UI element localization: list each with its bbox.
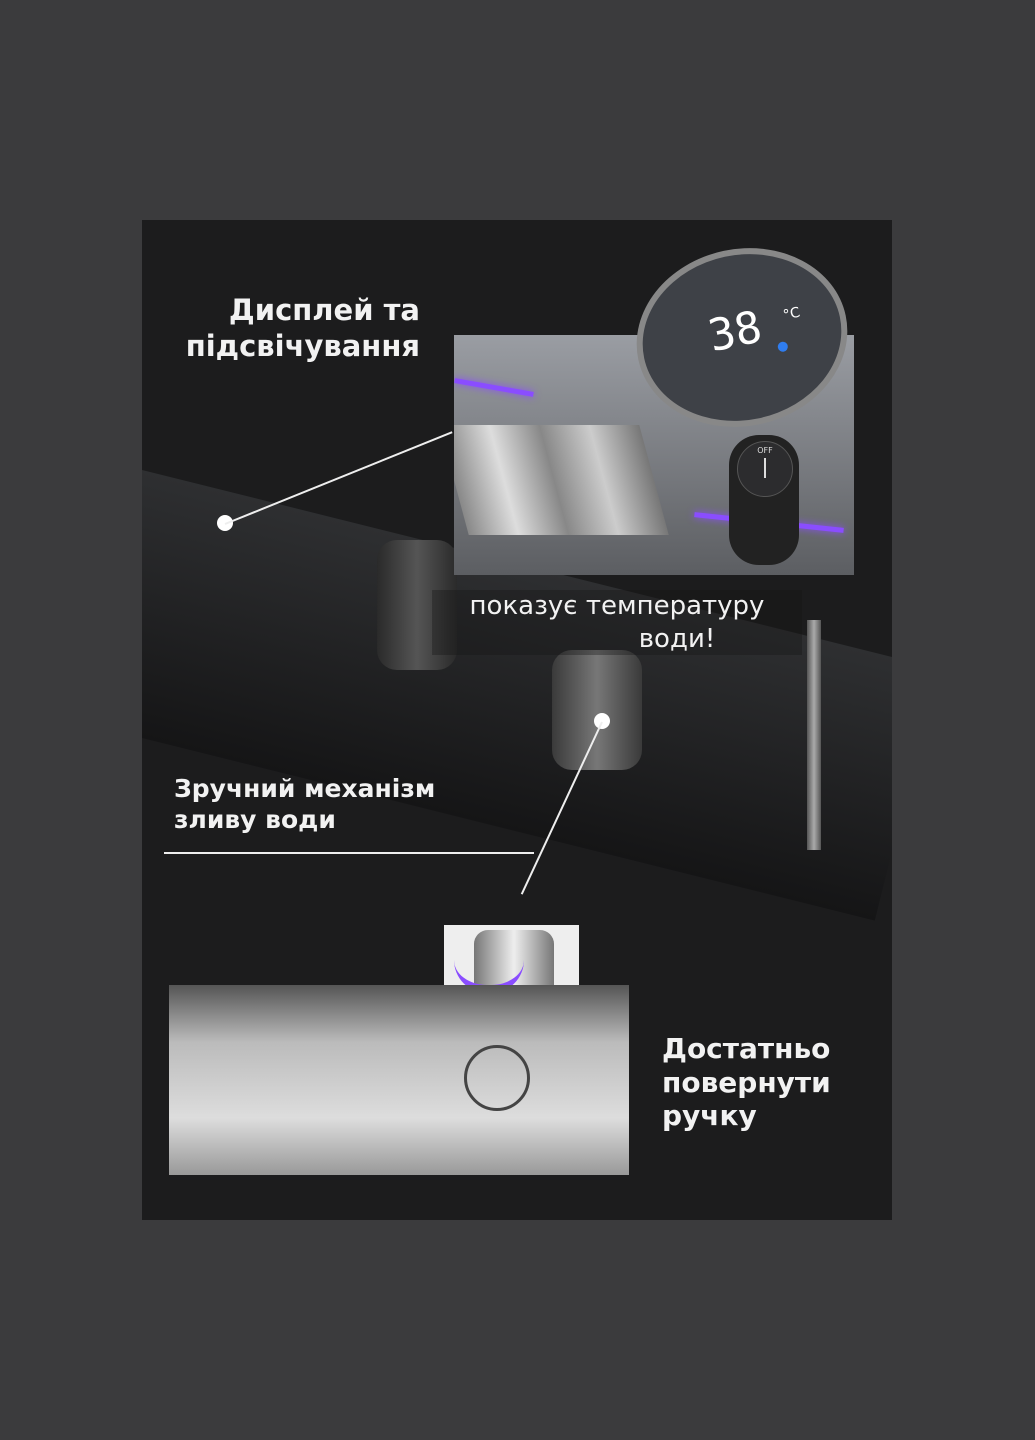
faucet-pipe <box>807 620 821 850</box>
drain-label-line2: зливу води <box>174 805 336 835</box>
temperature-value: 38 <box>703 301 767 363</box>
product-panel: OFF 38 °C Дисплей та підсвічування показ… <box>142 220 892 1220</box>
hinge <box>454 425 669 535</box>
drain-label-line1: Зручний механізм <box>174 774 436 803</box>
drain-strainer <box>464 1045 530 1111</box>
drain-label: Зручний механізм зливу води <box>174 773 435 836</box>
knob: OFF <box>729 435 799 565</box>
knob-pointer-icon <box>764 458 766 478</box>
display-label: Дисплей та підсвічування <box>170 292 420 365</box>
display-label-line1: Дисплей та <box>228 293 420 327</box>
knob-face: OFF <box>737 441 793 497</box>
display-label-line2: підсвічування <box>185 329 420 364</box>
handle-label-line1: Достатньо <box>662 1032 831 1065</box>
temperature-label-line1: показує температуру <box>469 591 765 621</box>
sink-basin-photo <box>169 985 629 1175</box>
temperature-label: показує температуру води! <box>432 590 802 655</box>
handle-label-line2: повернути <box>662 1065 831 1099</box>
temperature-label-line2: води! <box>638 623 716 654</box>
handle-label-line3: ручку <box>662 1099 757 1133</box>
control-knob-back <box>377 540 457 670</box>
callout-dot-drain <box>594 713 610 729</box>
knob-off-label: OFF <box>757 446 773 455</box>
water-drop-icon <box>776 340 789 353</box>
underline-drain <box>164 852 534 854</box>
temperature-unit: °C <box>781 304 802 324</box>
handle-label: Достатньо повернути ручку <box>662 1032 831 1133</box>
light-strip <box>454 378 534 397</box>
callout-line-display <box>224 431 453 525</box>
control-knob-front <box>552 650 642 770</box>
